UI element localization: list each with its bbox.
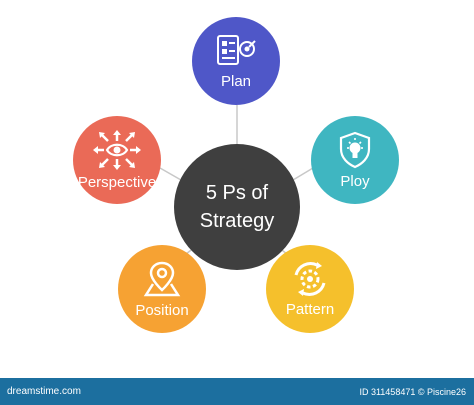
node-position-label: Position — [135, 301, 189, 319]
node-pattern-label: Pattern — [285, 300, 335, 318]
node-plan-label: Plan — [220, 72, 252, 90]
center-node: 5 Ps of Strategy — [174, 144, 300, 270]
shield-bulb-icon — [339, 131, 371, 168]
center-title-line1: 5 Ps of — [205, 182, 269, 204]
connector-perspective — [159, 167, 182, 181]
footer-credit: ID 311458471 © Piscine26 — [359, 387, 466, 397]
node-position: Position — [118, 245, 206, 333]
node-pattern: Pattern — [266, 245, 354, 333]
document-target-icon — [217, 34, 256, 65]
node-plan: Plan — [192, 17, 280, 105]
connector-ploy — [292, 167, 314, 181]
footer-brand[interactable]: dreamstime.com — [7, 386, 81, 397]
node-ploy-label: Ploy — [340, 172, 370, 190]
node-perspective: Perspective — [73, 116, 161, 204]
center-title-line2: Strategy — [199, 210, 275, 232]
node-ploy: Ploy — [311, 116, 399, 204]
footer-bar: dreamstime.com ID 311458471 © Piscine26 — [0, 378, 474, 405]
map-pin-icon — [143, 261, 181, 296]
eye-arrows-icon — [93, 129, 141, 170]
node-perspective-label: Perspective — [77, 173, 157, 191]
gear-cycle-icon — [294, 261, 326, 296]
